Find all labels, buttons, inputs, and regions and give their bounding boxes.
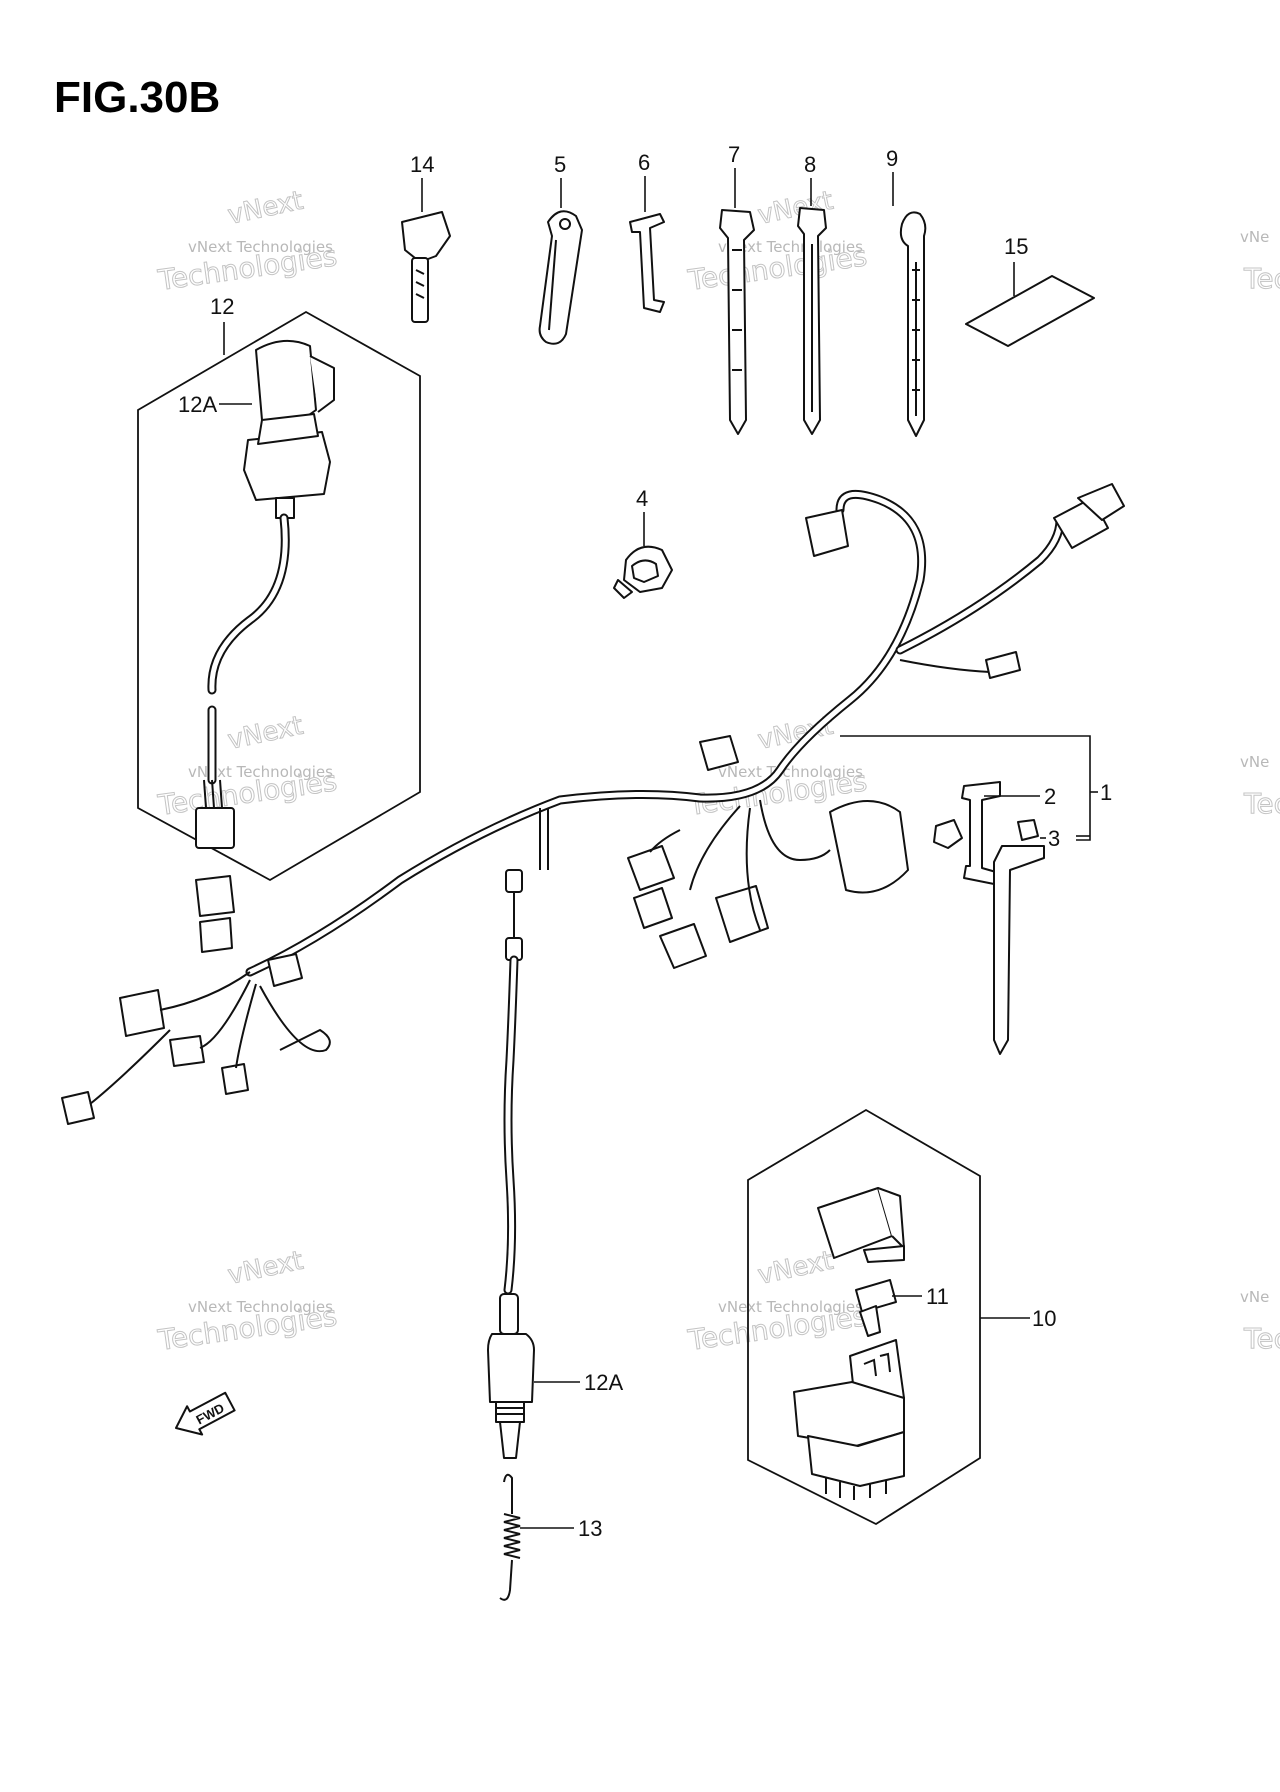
watermark-text: Tec — [1243, 262, 1280, 295]
part-relay: 11 10 — [747, 1108, 1056, 1526]
watermark-text: vNext Technologies — [188, 763, 333, 781]
part-clip: 6 — [629, 150, 665, 313]
part-bolt-tie: 3 — [993, 819, 1090, 1055]
part-tie-7: 7 — [719, 142, 755, 435]
watermark-edge-1: vNe Tec — [1240, 228, 1280, 296]
watermark-text: Tec — [1243, 787, 1280, 820]
part-spring: 13 — [499, 1473, 602, 1601]
callout-15: 14 — [410, 152, 434, 177]
watermark-text: vNext — [225, 1246, 306, 1291]
watermark-block-1: vNext vNext Technologies Technologies — [155, 185, 340, 297]
fwd-arrow: FWD — [175, 1391, 236, 1436]
watermarks: vNext vNext Technologies Technologies vN… — [155, 185, 1280, 1357]
watermark-text: vNext — [755, 1246, 836, 1291]
part-strap: 5 — [538, 152, 583, 345]
callout-6: 6 — [638, 150, 650, 175]
watermark-block-6: vNext vNext Technologies Technologies — [685, 1245, 870, 1357]
watermark-text: vNe — [1240, 228, 1269, 246]
callout-16: 15 — [1004, 234, 1028, 259]
callout-8: 8 — [804, 152, 816, 177]
watermark-text: vNext — [225, 186, 306, 231]
callout-11: 11 — [926, 1284, 949, 1309]
watermark-text: vNe — [1240, 1288, 1269, 1306]
figure-title: FIG.30B — [54, 73, 220, 122]
callout-10: 10 — [1032, 1306, 1056, 1331]
callout-7: 7 — [728, 142, 740, 167]
callout-4: 4 — [636, 486, 648, 511]
callout-9: 9 — [886, 146, 898, 171]
watermark-text: vNext Technologies — [188, 238, 333, 256]
callout-1: 1 — [1100, 780, 1112, 805]
callout-13: 12A — [584, 1370, 623, 1395]
callout-3: 3 — [1048, 826, 1060, 851]
callout-14: 13 — [578, 1516, 602, 1541]
part-label: 15 — [965, 234, 1095, 347]
part-wiring-harness: 1 — [61, 483, 1125, 1125]
watermark-text: vNext Technologies — [718, 238, 863, 256]
watermark-text: Tec — [1243, 1322, 1280, 1355]
watermark-edge-2: vNe Tec — [1240, 753, 1280, 821]
part-ignition-switch: 12 12A — [137, 294, 421, 882]
watermark-text: vNext — [225, 711, 306, 756]
part-tie-9: 9 — [886, 146, 927, 437]
watermark-text: vNext Technologies — [188, 1298, 333, 1316]
part-clamp: 4 — [613, 486, 673, 599]
watermark-text: vNext Technologies — [718, 1298, 863, 1316]
watermark-block-3: vNext vNext Technologies Technologies — [155, 710, 340, 822]
callout-5: 5 — [554, 152, 566, 177]
part-key: 14 — [401, 152, 451, 323]
watermark-edge-3: vNe Tec — [1240, 1288, 1280, 1356]
part-sensor: 12A — [487, 955, 623, 1459]
part-tie-8: 8 — [797, 152, 827, 435]
callout-2: 2 — [1044, 784, 1056, 809]
callout-12a: 12A — [178, 392, 217, 417]
watermark-text: vNe — [1240, 753, 1269, 771]
watermark-block-5: vNext vNext Technologies Technologies — [155, 1245, 340, 1357]
watermark-block-2: vNext vNext Technologies Technologies — [685, 185, 870, 297]
callout-12: 12 — [210, 294, 234, 319]
watermark-text: vNext Technologies — [718, 763, 863, 781]
